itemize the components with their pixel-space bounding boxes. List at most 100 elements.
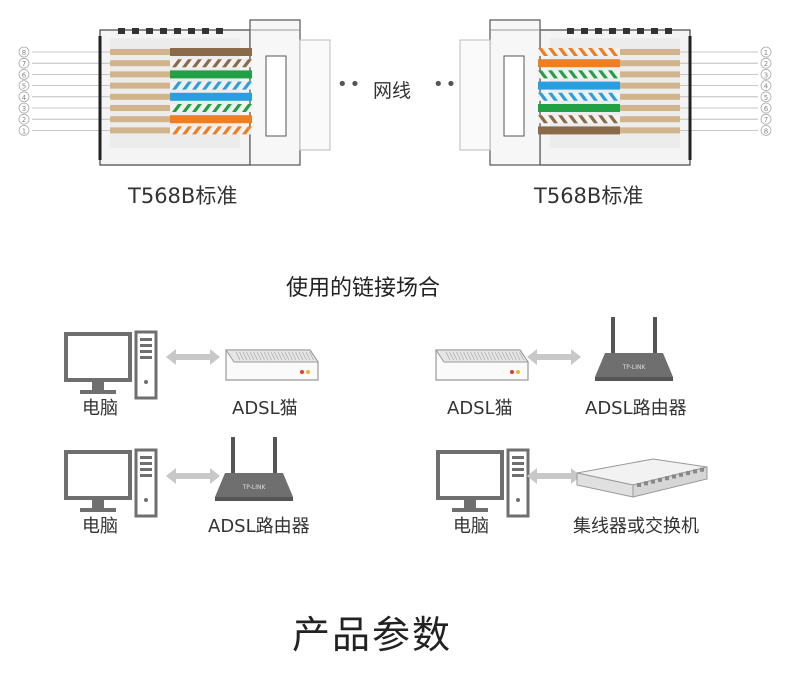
left-wire-5 bbox=[170, 81, 252, 90]
modem-vent bbox=[480, 351, 486, 361]
modem-vent bbox=[456, 351, 461, 361]
left-pin-marker bbox=[18, 80, 30, 91]
modem-vent bbox=[305, 351, 311, 361]
tower-button bbox=[144, 380, 148, 384]
left-pin-marker bbox=[18, 124, 30, 136]
left-pin-number: 1 bbox=[22, 127, 26, 135]
right-contact bbox=[623, 28, 630, 34]
left-wire-stripe bbox=[202, 59, 212, 68]
router-body bbox=[215, 473, 293, 497]
left-wire-2 bbox=[170, 115, 252, 124]
right-wire-5 bbox=[538, 92, 620, 101]
modem-vent bbox=[491, 351, 496, 361]
right-wire-8 bbox=[538, 126, 620, 135]
right-wire-2 bbox=[538, 59, 620, 68]
modem-vent bbox=[519, 351, 524, 361]
right-wire-stripe bbox=[598, 48, 608, 56]
modem-vent bbox=[249, 351, 255, 361]
monitor-neck bbox=[464, 500, 476, 508]
right-wire-4 bbox=[538, 81, 620, 90]
left-wire-6 bbox=[170, 70, 252, 79]
right-wire-contact bbox=[618, 127, 680, 134]
left-pin-marker bbox=[18, 102, 30, 114]
right-wire-contact bbox=[618, 49, 680, 55]
right-wire-stripe bbox=[588, 70, 598, 79]
right-wire-stripe bbox=[568, 70, 578, 79]
left-wire-stripe bbox=[212, 104, 222, 112]
left-wire-contact bbox=[110, 82, 172, 89]
right-wire-stripe bbox=[588, 92, 598, 101]
left-pin-number: 4 bbox=[22, 94, 27, 102]
right-boot-window bbox=[503, 55, 525, 137]
monitor-screen bbox=[64, 332, 132, 382]
right-wire-stripe bbox=[558, 92, 568, 101]
scenario-3-left-label: 电脑 bbox=[82, 516, 118, 537]
double-arrow-icon bbox=[166, 349, 220, 365]
router-base bbox=[215, 497, 293, 501]
left-wire-stripe bbox=[192, 126, 202, 135]
pc-tower bbox=[134, 330, 158, 400]
left-wire-stripe bbox=[212, 59, 222, 68]
modem-vent bbox=[459, 351, 465, 361]
right-wire-stripe bbox=[608, 48, 618, 56]
monitor-screen bbox=[64, 450, 132, 500]
monitor-screen bbox=[436, 450, 504, 500]
modem-vent bbox=[309, 351, 314, 361]
switch-port bbox=[651, 479, 655, 484]
scenario-1-left-label: 电脑 bbox=[82, 398, 118, 419]
left-wire-stripe bbox=[182, 104, 192, 112]
left-wire-stripe bbox=[242, 104, 252, 112]
right-contact bbox=[581, 28, 588, 34]
modem-vent bbox=[267, 351, 272, 361]
modem-led bbox=[300, 370, 304, 374]
tower-bay bbox=[512, 468, 524, 471]
modem-vent bbox=[498, 351, 503, 361]
tower-bay bbox=[140, 356, 152, 359]
left-wire-stripe bbox=[222, 81, 232, 90]
left-wire-contact bbox=[110, 116, 172, 123]
tower-bay bbox=[512, 462, 524, 465]
scenario-3-right-label: ADSL路由器 bbox=[208, 516, 310, 537]
scenario-2-right-label: ADSL路由器 bbox=[585, 398, 687, 419]
arrow-shape bbox=[166, 468, 220, 484]
modem-top bbox=[225, 349, 319, 363]
left-pin-marker bbox=[18, 113, 30, 125]
left-wire-7 bbox=[170, 59, 252, 68]
right-contact bbox=[567, 28, 574, 34]
right-wire-stripe bbox=[538, 92, 548, 101]
tower-bay bbox=[140, 338, 152, 341]
double-arrow-icon bbox=[166, 468, 220, 484]
right-wire-stripe bbox=[578, 48, 588, 56]
right-wire-contact bbox=[618, 116, 680, 123]
dots-right-icon: •• bbox=[433, 74, 459, 95]
left-wire-contact bbox=[110, 71, 172, 78]
left-wire-stripe bbox=[232, 59, 242, 68]
right-wire-contact bbox=[618, 82, 680, 89]
left-wire-stripe bbox=[232, 126, 242, 135]
right-wire-stripe bbox=[548, 115, 558, 124]
modem-vent bbox=[302, 351, 307, 361]
left-wire-stripe bbox=[172, 59, 182, 68]
modem-vent bbox=[473, 351, 479, 361]
left-contact bbox=[160, 28, 167, 34]
scenario-2: TP-LINK ADSL猫 ADSL路由器 bbox=[395, 310, 790, 420]
scenario-4-right-label: 集线器或交换机 bbox=[573, 516, 699, 537]
modem-vent bbox=[508, 351, 514, 361]
right-wire-stripe bbox=[558, 70, 568, 79]
right-pin-number: 7 bbox=[764, 116, 768, 124]
modem-vent bbox=[449, 351, 454, 361]
left-pin-marker bbox=[18, 57, 30, 69]
modem-vent bbox=[281, 351, 286, 361]
right-wire-contact bbox=[618, 60, 680, 67]
left-pin-marker bbox=[18, 91, 30, 103]
switch-port bbox=[679, 472, 683, 477]
left-wire-stripe bbox=[222, 59, 232, 68]
right-pin-marker bbox=[760, 46, 772, 58]
pc-tower bbox=[506, 448, 530, 518]
left-wire-stripe bbox=[242, 59, 252, 68]
monitor-base bbox=[452, 508, 488, 512]
left-wire-8 bbox=[170, 48, 252, 56]
modem-vent bbox=[284, 351, 290, 361]
